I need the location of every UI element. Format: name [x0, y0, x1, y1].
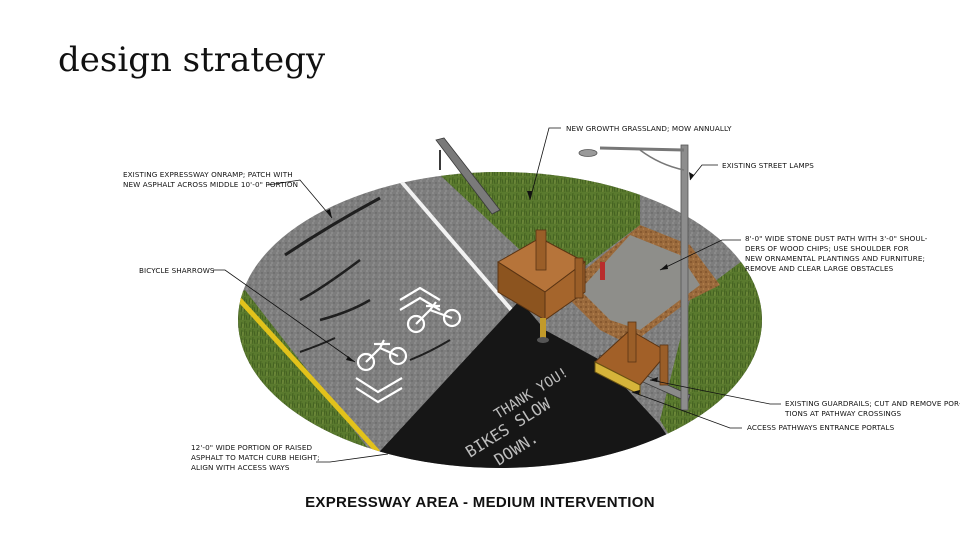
- annotation-guardrails: EXISTING GUARDRAILS; CUT AND REMOVE POR-…: [785, 399, 960, 419]
- annotation-portals: ACCESS PATHWAYS ENTRANCE PORTALS: [747, 423, 894, 433]
- guardrail-upper: [435, 137, 501, 215]
- annotation-line: BICYCLE SHARROWS: [139, 266, 215, 275]
- annotation-line: ACCESS PATHWAYS ENTRANCE PORTALS: [747, 423, 895, 432]
- annotation-line: ASPHALT TO MATCH CURB HEIGHT;: [191, 453, 320, 462]
- figure-caption: EXPRESSWAY AREA - MEDIUM INTERVENTION: [305, 494, 655, 511]
- annotation-line: EXISTING STREET LAMPS: [722, 161, 814, 170]
- annotation-line: TIONS AT PATHWAY CROSSINGS: [785, 409, 902, 418]
- annotation-line: REMOVE AND CLEAR LARGE OBSTACLES: [745, 264, 894, 273]
- yellow-curb-line: [238, 296, 380, 454]
- crack-patch-1: [284, 196, 381, 257]
- entrance-portal-upper: [497, 229, 586, 343]
- annotation-line: 8'-0" WIDE STONE DUST PATH WITH 3'-0" SH…: [745, 234, 928, 243]
- annotation-raised-asphalt: 12'-0" WIDE PORTION OF RAISED ASPHALT TO…: [191, 443, 320, 473]
- bollard: [600, 262, 605, 280]
- street-lamp: [578, 144, 689, 411]
- annotation-line: NEW ORNAMENTAL PLANTINGS AND FURNITURE;: [745, 254, 926, 263]
- annotation-grassland: NEW GROWTH GRASSLAND; MOW ANNUALLY: [566, 124, 732, 134]
- annotation-line: 12'-0" WIDE PORTION OF RAISED: [191, 443, 313, 452]
- page-title: design strategy: [58, 40, 326, 80]
- annotation-stone-path: 8'-0" WIDE STONE DUST PATH WITH 3'-0" SH…: [745, 234, 927, 274]
- bicycle-sharrow-upper: [399, 286, 462, 334]
- annotation-line: NEW GROWTH GRASSLAND; MOW ANNUALLY: [566, 124, 732, 133]
- road-edge-line: [398, 178, 522, 322]
- annotation-line: DERS OF WOOD CHIPS; USE SHOULDER FOR: [745, 244, 909, 253]
- annotation-line: EXISTING EXPRESSWAY ONRAMP; PATCH WITH: [123, 170, 293, 179]
- leader-arrows: [326, 172, 694, 395]
- annotation-line: ALIGN WITH ACCESS WAYS: [191, 463, 290, 472]
- annotation-street-lamps: EXISTING STREET LAMPS: [722, 161, 814, 171]
- annotation-line: EXISTING GUARDRAILS; CUT AND REMOVE POR-: [785, 399, 960, 408]
- annotation-sharrows: BICYCLE SHARROWS: [139, 266, 215, 276]
- annotation-onramp: EXISTING EXPRESSWAY ONRAMP; PATCH WITH N…: [123, 170, 298, 190]
- annotation-line: NEW ASPHALT ACROSS MIDDLE 10'-0" PORTION: [123, 180, 299, 189]
- bicycle-sharrow-lower: [355, 339, 408, 404]
- raised-asphalt: [370, 300, 690, 468]
- stone-dust-path: [580, 235, 700, 330]
- leader-lines: [213, 127, 781, 463]
- site-oval: [238, 172, 762, 468]
